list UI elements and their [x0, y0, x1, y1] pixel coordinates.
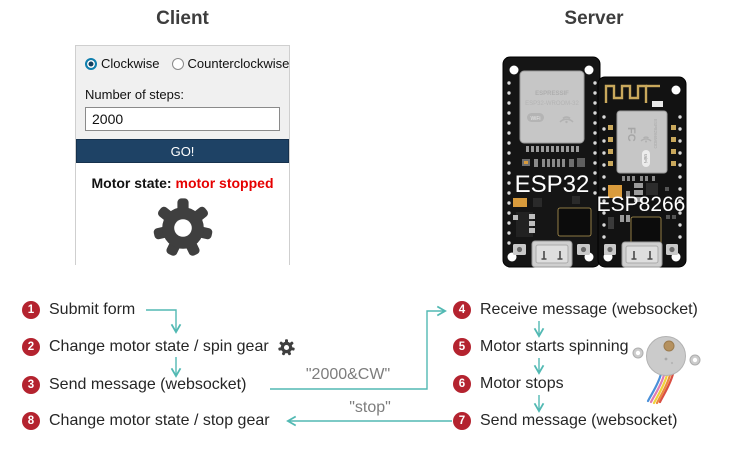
esp32-shield-brand: ESPRESSIF: [535, 91, 569, 97]
esp32-usb-port: [531, 240, 573, 268]
step-5-label: Motor starts spinning: [480, 338, 629, 355]
flow-step-3: 3 Send message (websocket): [22, 374, 246, 396]
motor-state-label: Motor state:: [91, 175, 172, 191]
esp32-usb-chip: [557, 207, 592, 237]
step-6-label: Motor stops: [480, 375, 564, 392]
server-heading: Server: [564, 8, 624, 29]
step-2-label: Change motor state / spin gear: [49, 338, 269, 355]
step-1-label: Submit form: [49, 301, 136, 318]
step-4-label: Receive message (websocket): [480, 301, 698, 318]
flow-step-4: 4 Receive message (websocket): [453, 299, 698, 321]
flow-step-2: 2 Change motor state / spin gear: [22, 336, 295, 358]
gear-icon: [153, 198, 212, 256]
esp32-wifi-wave-icon: [559, 116, 574, 124]
client-form-card: Clockwise Counterclockwise Number of ste…: [75, 45, 290, 265]
motor-state-value: motor stopped: [175, 175, 274, 191]
websocket-message-request: "2000&CW": [305, 366, 391, 383]
esp8266-fcc-mark: FC: [625, 127, 637, 142]
esp8266-usb-port: [621, 241, 663, 268]
step-2-badge: 2: [22, 338, 40, 356]
step-4-badge: 4: [453, 301, 471, 319]
esp32-board-label: ESP32: [515, 171, 590, 198]
esp8266-module-mark: ESP8266MOD: [653, 119, 658, 149]
clockwise-label: Clockwise: [101, 56, 160, 71]
step-8-badge: 8: [22, 412, 40, 430]
flow-step-1: 1 Submit form: [22, 299, 135, 321]
esp8266-wifi-wave-icon: [640, 136, 652, 143]
esp8266-board-label: ESP8266: [597, 193, 686, 216]
esp32-buttons: [513, 244, 590, 255]
number-of-steps-input[interactable]: [85, 107, 280, 131]
esp8266-usb-chip: [630, 216, 662, 245]
flow-step-8: 8 Change motor state / stop gear: [22, 410, 270, 432]
step-5-badge: 5: [453, 338, 471, 356]
step-6-badge: 6: [453, 375, 471, 393]
client-form-area: Clockwise Counterclockwise Number of ste…: [76, 46, 289, 139]
step-8-label: Change motor state / stop gear: [49, 412, 270, 429]
number-of-steps-label: Number of steps:: [85, 87, 184, 102]
step-3-badge: 3: [22, 376, 40, 394]
stepper-motor-image: [632, 336, 701, 405]
server-boards-image: ESPRESSIF ESP32-WROOM-32 WiFi ESP32: [502, 56, 687, 268]
esp32-shield: [519, 70, 585, 144]
counterclockwise-radio[interactable]: [171, 57, 184, 70]
esp32-board-image: ESPRESSIF ESP32-WROOM-32 WiFi ESP32: [502, 56, 601, 268]
clockwise-radio[interactable]: [85, 57, 97, 70]
esp32-shield-model: ESP32-WROOM-32: [525, 101, 579, 107]
esp8266-antenna-trace: [604, 84, 660, 103]
flow-step-7: 7 Send message (websocket): [453, 410, 677, 432]
esp8266-buttons: [604, 244, 678, 255]
step-3-label: Send message (websocket): [49, 376, 247, 393]
flow-step-6: 6 Motor stops: [453, 373, 564, 395]
go-button[interactable]: GO!: [76, 139, 289, 163]
motor-state-area: Motor state: motor stopped: [76, 163, 289, 265]
svg-text:WiFi: WiFi: [643, 154, 648, 163]
step-7-badge: 7: [453, 412, 471, 430]
counterclockwise-label: Counterclockwise: [187, 56, 290, 71]
flow-step-5: 5 Motor starts spinning: [453, 336, 629, 358]
client-heading: Client: [156, 8, 209, 29]
esp8266-shield: [616, 110, 668, 174]
esp32-wifi-pill-label: WiFi: [531, 116, 541, 122]
websocket-message-stop: "stop": [349, 399, 391, 416]
small-gear-icon: [277, 338, 295, 355]
esp8266-board-image: FC ESP8266MOD WiFi ESP8266: [597, 76, 687, 268]
esp8266-wifi-pill: WiFi: [642, 150, 650, 167]
arrow-step1-to-step2: [146, 309, 176, 331]
esp32-regulator-chip: [513, 212, 535, 237]
step-7-label: Send message (websocket): [480, 412, 678, 429]
esp32-wifi-pill: [527, 113, 544, 122]
step-1-badge: 1: [22, 301, 40, 319]
